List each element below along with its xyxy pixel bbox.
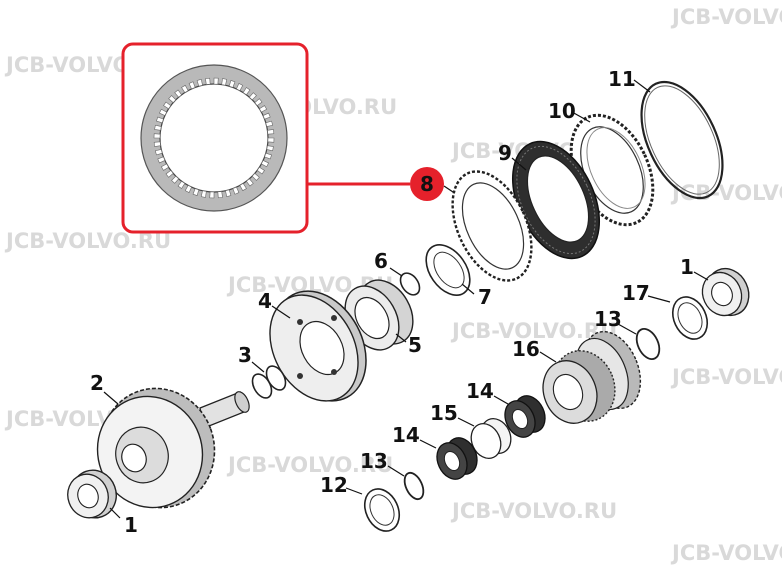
plate-tooth (165, 169, 174, 178)
plate-tooth (242, 87, 251, 96)
plate-tooth (264, 152, 272, 160)
watermark: JCB-VOLVO.RU (450, 499, 617, 523)
plate-tooth (228, 80, 236, 88)
plate-tooth (251, 172, 260, 181)
callout-7: 7 (478, 285, 492, 309)
plate-tooth (171, 175, 180, 184)
part-11-snap-ring (640, 80, 724, 200)
part-2-gear-shaft (96, 387, 250, 509)
part-1-bearing-lower (67, 469, 117, 519)
part-12-washer (363, 488, 401, 532)
plate-tooth (260, 160, 269, 168)
plate-tooth (174, 89, 183, 98)
highlight-zoom-box: 8 (121, 42, 463, 234)
plate-tooth (188, 81, 196, 90)
plate-tooth (156, 116, 164, 124)
watermark: JCB-VOLVO.RU (670, 181, 782, 205)
callout-14-upper: 14 (466, 379, 494, 403)
part-1-bearing-upper (701, 267, 750, 317)
plate-tooth (239, 183, 247, 192)
plate-tooth (232, 186, 240, 195)
plate-tooth (254, 98, 263, 107)
part-8-friction-plate (451, 170, 533, 282)
plate-tooth (200, 190, 207, 198)
callout-4: 4 (258, 289, 272, 313)
part-4-piston-housing (269, 290, 367, 402)
watermark: JCB-VOLVO.RU (670, 5, 782, 29)
part-9-friction-disc (511, 140, 601, 260)
plate-tooth (205, 77, 211, 85)
plate-tooth (259, 105, 268, 113)
callout-17: 17 (622, 281, 650, 305)
plate-tooth (266, 145, 274, 152)
part-17-washer (671, 296, 709, 340)
callout-11: 11 (608, 67, 636, 91)
plate-tooth (217, 191, 223, 199)
callout-16: 16 (512, 337, 540, 361)
plate-tooth (184, 184, 192, 193)
item-8-badge (410, 167, 444, 201)
callout-1-upper: 1 (680, 255, 694, 279)
plate-tooth (163, 101, 172, 110)
callout-2: 2 (90, 371, 104, 395)
part-13-snap-ring-lower (403, 471, 425, 501)
plate-tooth (256, 166, 265, 175)
plate-tooth (267, 129, 275, 135)
plate-tooth (153, 141, 161, 147)
callout-6: 6 (374, 249, 388, 273)
callout-12: 12 (320, 473, 348, 497)
callout-9: 9 (498, 141, 512, 165)
plate-tooth (157, 156, 166, 164)
plate-tooth (177, 180, 186, 189)
callout-1-lower: 1 (124, 513, 138, 537)
plate-tooth (153, 133, 161, 139)
plate-tooth (267, 137, 275, 143)
plate-tooth (160, 163, 169, 171)
plate-tooth (159, 108, 168, 116)
part-7-thrust-washer (425, 244, 471, 296)
zoomed-friction-plate (140, 64, 288, 212)
part-15-spacer-sleeve (470, 417, 512, 460)
part-14-needle-bearing-lower (436, 437, 478, 480)
plate-tooth (168, 95, 177, 104)
callout-3: 3 (238, 343, 252, 367)
part-16-gear-cluster (542, 330, 642, 424)
plate-tooth (209, 191, 215, 199)
part-13-snap-ring-upper (635, 327, 661, 361)
plate-tooth (245, 178, 254, 187)
plate-tooth (196, 79, 203, 87)
part-5-bearing (344, 279, 414, 351)
plate-tooth (213, 77, 219, 85)
plate-tooth (236, 83, 244, 92)
callout-15: 15 (430, 401, 458, 425)
watermark: JCB-VOLVO.RU (670, 365, 782, 389)
plate-tooth (154, 124, 162, 131)
callout-13-upper: 13 (594, 307, 622, 331)
callout-5: 5 (408, 333, 422, 357)
part-14-needle-bearing-upper (504, 395, 546, 438)
plate-tooth (225, 189, 232, 197)
watermark: JCB-VOLVO.RU (226, 453, 393, 477)
part-6-clip (399, 272, 421, 296)
part-3-seal-rings (251, 365, 287, 399)
plate-tooth (221, 78, 228, 86)
callout-14-lower: 14 (392, 423, 420, 447)
callout-8: 8 (420, 172, 434, 196)
plate-tooth (192, 188, 200, 196)
plate-tooth (248, 92, 257, 101)
watermark: JCB-VOLVO.RU (670, 541, 782, 565)
plate-tooth (181, 84, 189, 93)
callout-13-lower: 13 (360, 449, 388, 473)
plate-tooth (265, 120, 273, 127)
plate-tooth (262, 112, 271, 120)
plate-tooth (155, 149, 163, 156)
callout-10: 10 (548, 99, 576, 123)
